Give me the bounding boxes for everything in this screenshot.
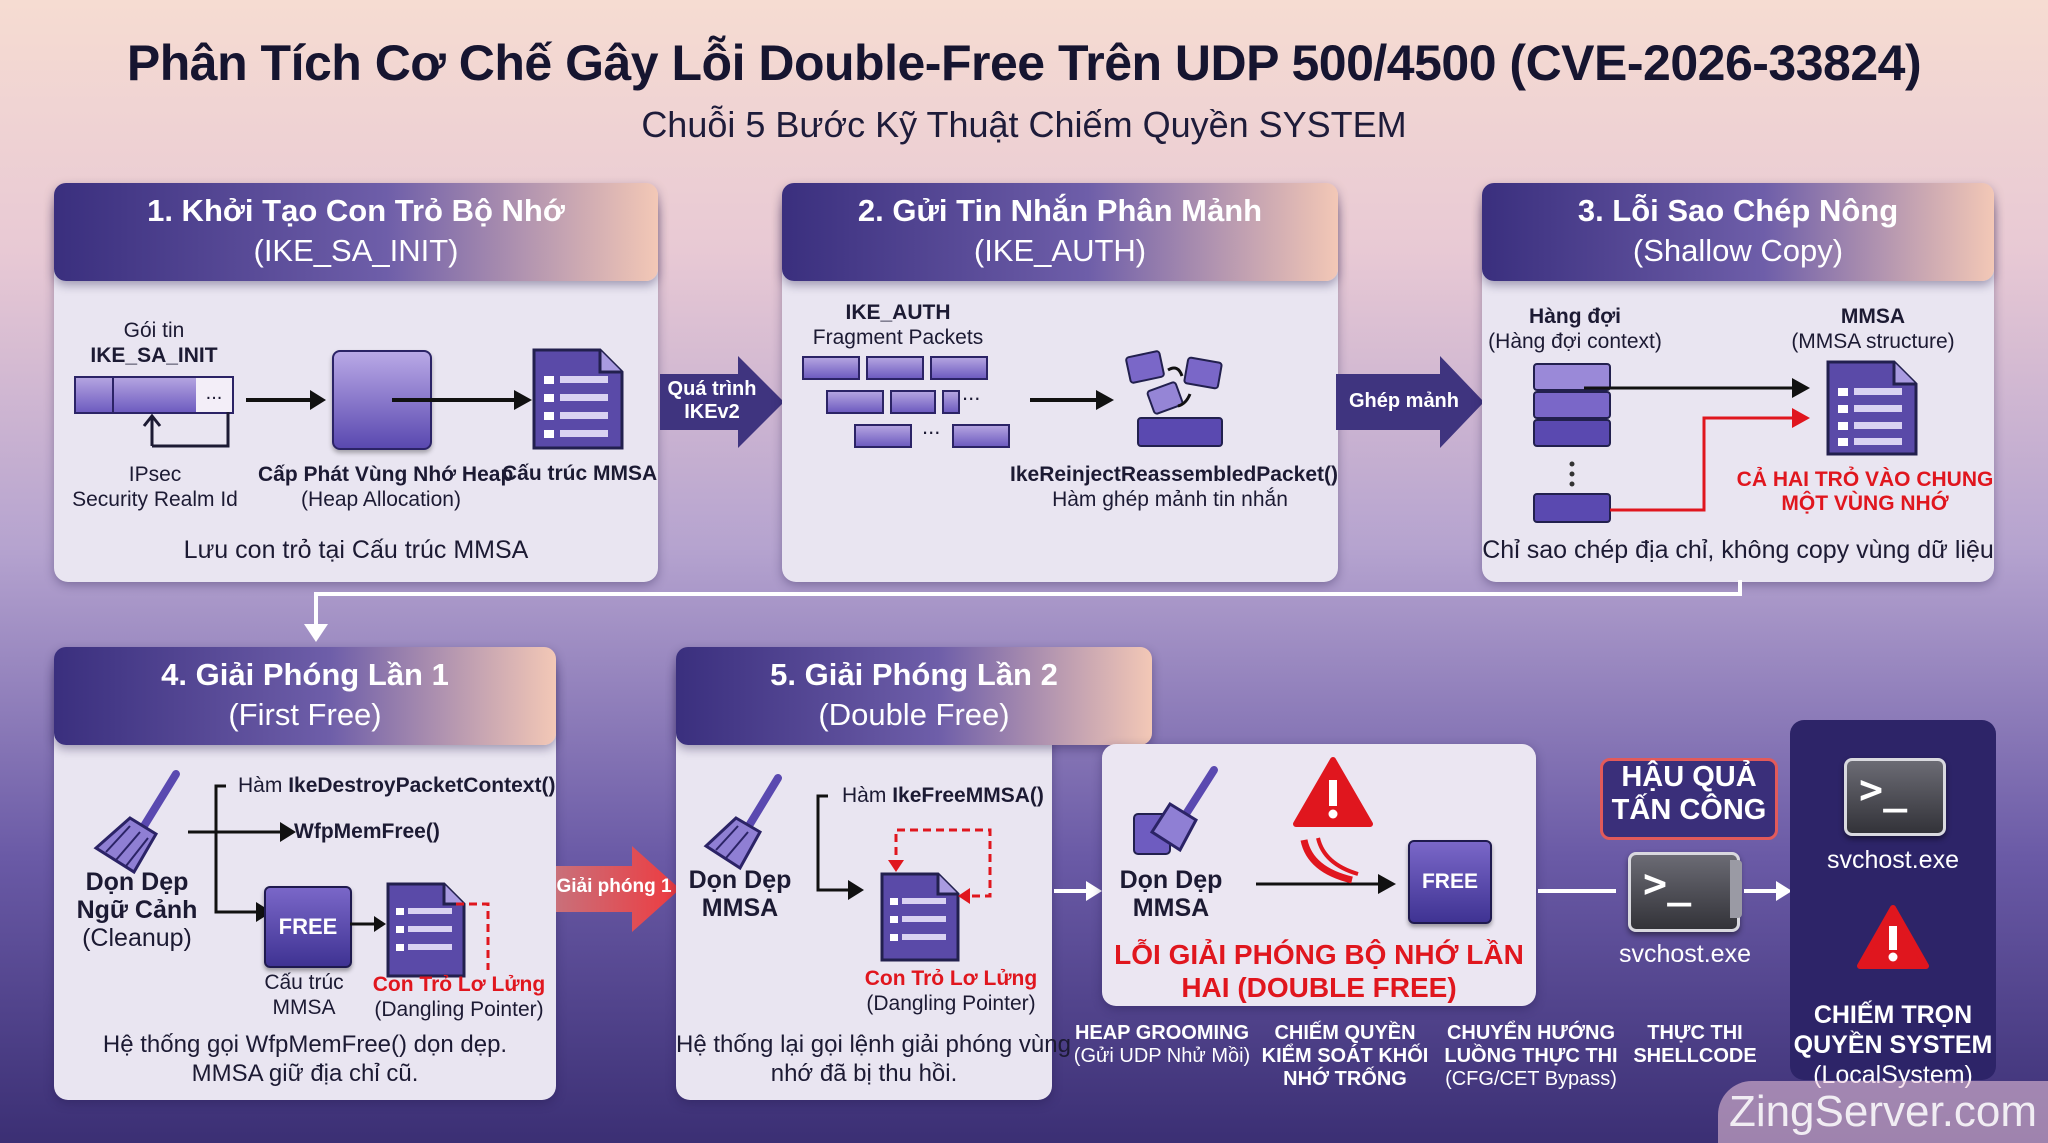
step5-subtitle: (Double Free): [818, 697, 1010, 732]
free-block: FREE: [264, 886, 352, 968]
final-result: CHIẾM TRỌN QUYỀN SYSTEM (LocalSystem): [1793, 1001, 1993, 1089]
broom-icon: [1133, 766, 1218, 855]
page-title: Phân Tích Cơ Chế Gây Lỗi Double-Free Trê…: [126, 35, 1922, 91]
cleanup-label: Dọn Dẹp Ngữ Cảnh (Cleanup): [76, 868, 198, 952]
packet-label: Gói tin IKE_SA_INIT: [90, 319, 218, 367]
svchost-label: svchost.exe: [1826, 846, 1959, 874]
wfp-mem-free-function: WfpMemFree(): [294, 820, 440, 843]
connector-arrow-icon: [304, 580, 1742, 642]
packet-bar: [74, 376, 116, 414]
step5-header: 5. Giải Phóng Lần 2 (Double Free): [676, 647, 1152, 745]
fragment-bar: [890, 390, 936, 414]
reassemble-label: IkeReinjectReassembledPacket() Hàm ghép …: [1010, 463, 1338, 511]
fragment-bar: [952, 424, 1010, 448]
mmsa-structure-label: MMSA (MMSA structure): [1791, 305, 1955, 353]
fragment-dots: ...: [962, 380, 981, 405]
free-block: FREE: [1408, 840, 1492, 924]
reassemble-icon: [1125, 350, 1223, 447]
double-free-cleanup-label: Dọn Dẹp MMSA: [1119, 866, 1223, 922]
step4-title: 4. Giải Phóng Lần 1: [161, 657, 449, 692]
dangling-document-icon: [880, 828, 992, 962]
document-icon: [1826, 360, 1918, 456]
step1-header: 1. Khởi Tạo Con Trỏ Bộ Nhớ (IKE_SA_INIT): [54, 183, 658, 281]
broom-icon: [703, 774, 782, 871]
step1-subtitle: (IKE_SA_INIT): [253, 233, 459, 268]
step2-title: 2. Gửi Tin Nhắn Phân Mảnh: [857, 193, 1263, 228]
arrow1-label: Quá trình IKEv2: [667, 378, 757, 423]
fragment-bar: [802, 356, 860, 380]
step3-subtitle: (Shallow Copy): [1632, 233, 1844, 268]
reassemble-arrow-icon: [1336, 356, 1484, 448]
pointer-arrows-icon: [1584, 378, 1810, 512]
arrow-right-icon: [246, 390, 326, 410]
destroy-context-function: Hàm IkeDestroyPacketContext(): [238, 774, 556, 797]
connector-line-icon: [1538, 889, 1616, 893]
step2-subtitle: (IKE_AUTH): [973, 233, 1147, 268]
branch-arrows-icon: [188, 784, 296, 922]
step3-caption: Chỉ sao chép địa chỉ, không copy vùng dữ…: [1482, 536, 1994, 564]
shared-memory-warning: CẢ HAI TRỎ VÀO CHUNG MỘT VÙNG NHỚ: [1736, 468, 1994, 515]
step5-caption: Hệ thống lại gọi lệnh giải phóng vùng nh…: [676, 1031, 1071, 1087]
double-free-error: LỖI GIẢI PHÓNG BỘ NHỚ LẦN HAI (DOUBLE FR…: [1114, 939, 1524, 1003]
fragment-label: IKE_AUTH Fragment Packets: [812, 301, 984, 349]
fragment-bar: [854, 424, 912, 448]
step4-header: 4. Giải Phóng Lần 1 (First Free): [54, 647, 556, 745]
step4-caption: Hệ thống gọi WfpMemFree() dọn dẹp. MMSA …: [102, 1031, 508, 1087]
strike-arrow-icon: [1256, 837, 1396, 894]
exploit-step: HEAP GROOMING (Gửi UDP Nhử Mồi): [1073, 1022, 1251, 1067]
warning-icon: [1857, 905, 1929, 969]
step3-header: 3. Lỗi Sao Chép Nông (Shallow Copy): [1482, 183, 1994, 281]
warning-icon: [1293, 757, 1373, 827]
exploit-step: THỰC THI SHELLCODE: [1633, 1022, 1757, 1067]
ipsec-label: IPsec Security Realm Id: [72, 463, 238, 511]
terminal-icon: >_: [1844, 758, 1946, 836]
arrow2-label: Ghép mảnh: [1348, 390, 1459, 412]
fragment-bar: [866, 356, 924, 380]
dangling-document-icon: [386, 882, 490, 978]
svchost-label: svchost.exe: [1618, 940, 1751, 968]
step1-caption: Lưu con trỏ tại Cấu trúc MMSA: [183, 536, 529, 564]
document-icon: [532, 348, 624, 450]
arrow3-label: Giải phóng 1: [556, 876, 672, 897]
exploit-step: CHIẾM QUYỀN KIỂM SOÁT KHỐI NHỚ TRỐNG: [1261, 1022, 1429, 1090]
exploit-step: CHUYỂN HƯỚNG LUỒNG THỰC THI (CFG/CET Byp…: [1444, 1022, 1618, 1090]
step4-subtitle: (First Free): [228, 697, 382, 732]
step3-title: 3. Lỗi Sao Chép Nông: [1577, 193, 1899, 228]
arrow-right-icon: [1744, 881, 1792, 901]
loop-arrow-icon: [142, 412, 230, 448]
terminal-icon: >_: [1628, 852, 1740, 932]
dangling-pointer-label: Con Trỏ Lơ Lửng (Dangling Pointer): [372, 973, 546, 1021]
step5-title: 5. Giải Phóng Lần 2: [770, 657, 1058, 692]
queue-stack-icon: [1533, 363, 1611, 523]
free-mmsa-function: Hàm IkeFreeMMSA(): [842, 784, 1044, 807]
terminal-tab: [1730, 860, 1742, 918]
packet-more: ...: [196, 376, 234, 414]
branch-arrows-icon: [816, 794, 864, 900]
process-arrow-icon: [660, 356, 784, 448]
arrow-right-icon: [1030, 390, 1114, 410]
cleanup-mmsa-label: Dọn Dẹp MMSA: [688, 866, 792, 922]
dangling-pointer-label: Con Trỏ Lơ Lửng (Dangling Pointer): [864, 967, 1038, 1015]
watermark: ZingServer.com: [1718, 1081, 2048, 1143]
packet-bar: [112, 376, 200, 414]
broom-icon: [93, 770, 180, 875]
step1-title: 1. Khởi Tạo Con Trỏ Bộ Nhớ: [147, 193, 565, 228]
fragment-bar: [930, 356, 988, 380]
arrow-right-icon: [392, 390, 532, 410]
consequence-badge: HẬU QUẢ TẤN CÔNG: [1600, 758, 1778, 840]
fragment-bar: [942, 390, 960, 414]
heap-label: Cấp Phát Vùng Nhớ Heap (Heap Allocation): [258, 463, 514, 511]
arrow-right-icon: [1054, 881, 1102, 901]
mmsa-label: Cấu trúc MMSA: [502, 462, 658, 485]
arrow-right-icon: [350, 916, 386, 932]
free-one-arrow-icon: [556, 846, 680, 932]
page-subtitle: Chuỗi 5 Bước Kỹ Thuật Chiếm Quyền SYSTEM: [641, 104, 1407, 145]
free-struct-label: Cấu trúc MMSA: [264, 971, 344, 1019]
fragment-bar: [826, 390, 884, 414]
step2-header: 2. Gửi Tin Nhắn Phân Mảnh (IKE_AUTH): [782, 183, 1338, 281]
fragment-dots: ...: [922, 414, 941, 439]
queue-label: Hàng đợi (Hàng đợi context): [1488, 305, 1662, 353]
